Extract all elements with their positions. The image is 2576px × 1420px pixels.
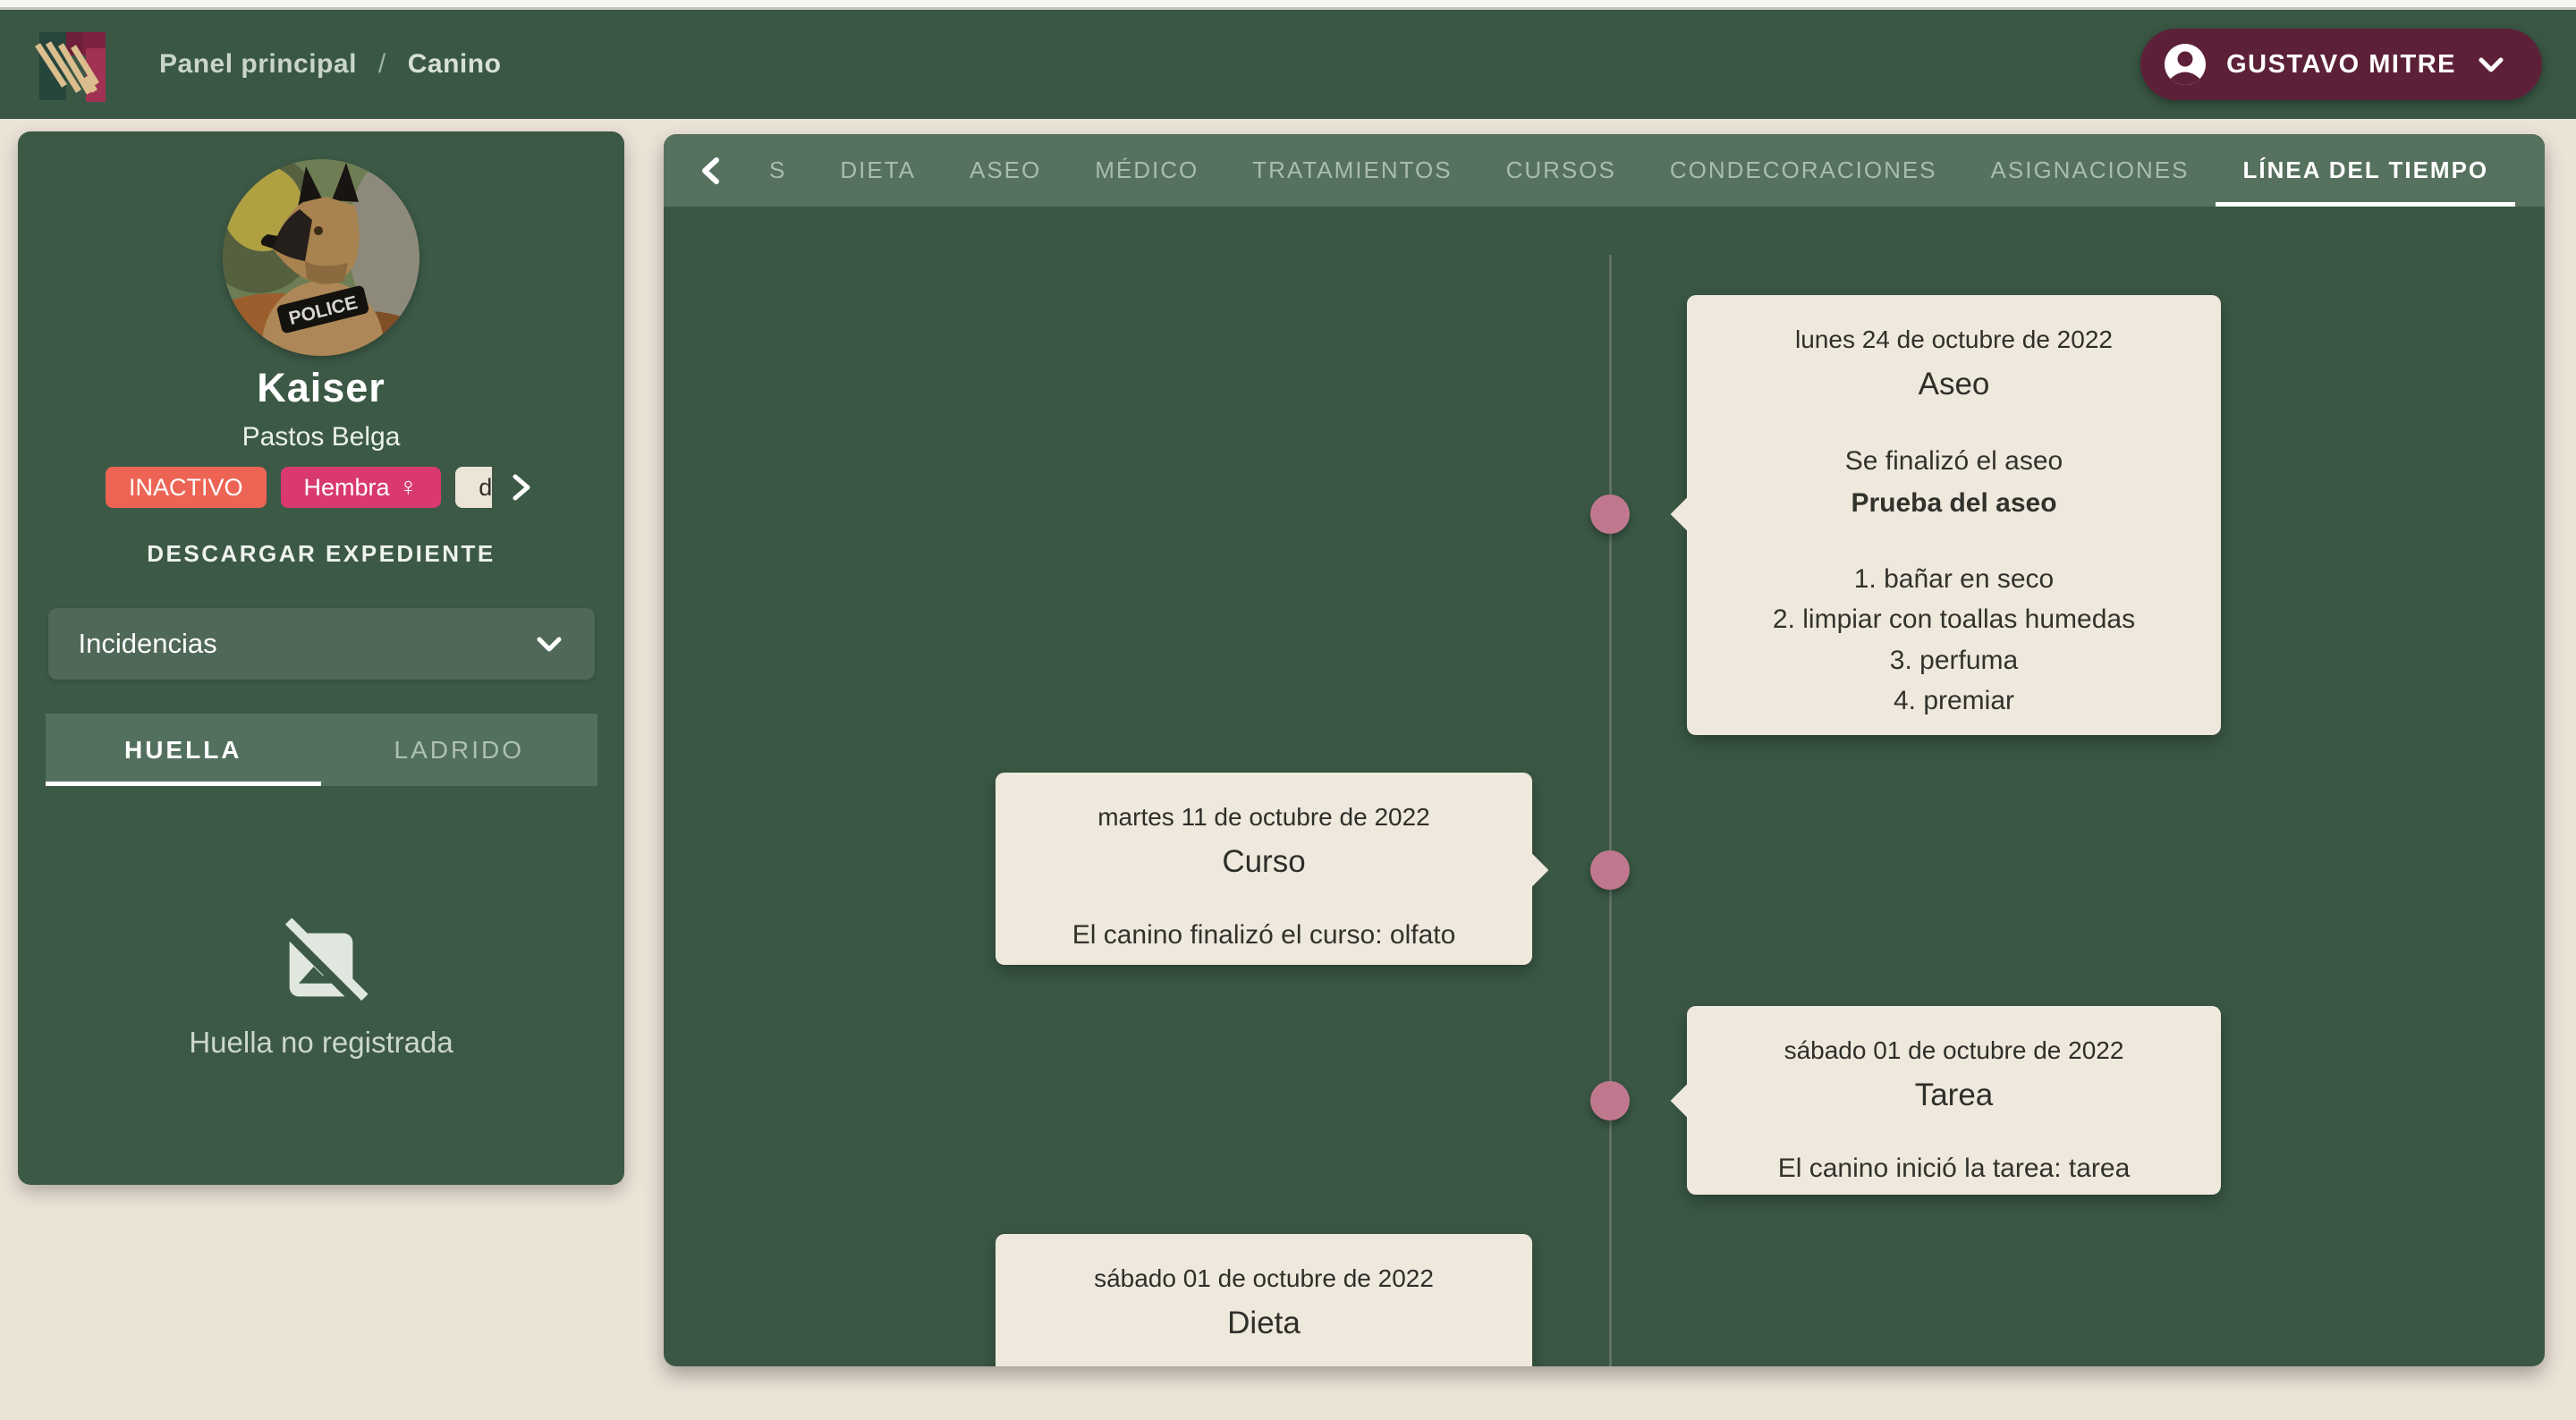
timeline-card-tarea: sábado 01 de octubre de 2022 Tarea El ca… [1670, 1006, 2221, 1195]
status-badge: INACTIVO [106, 467, 267, 508]
tab-cursos[interactable]: CURSOS [1505, 156, 1616, 183]
user-menu-button[interactable]: GUSTAVO MITRE [2140, 29, 2542, 100]
event-title: Curso [1222, 844, 1306, 879]
account-circle-icon [2165, 44, 2207, 85]
event-title: Tarea [1914, 1078, 1994, 1112]
breadcrumb: Panel principal / Canino [159, 49, 501, 80]
event-title: Aseo [1918, 367, 1990, 401]
dog-avatar: POLICE [223, 159, 419, 356]
paw-empty-state: Huella no registrada [189, 918, 453, 1060]
event-step: 3. perfuma [1889, 645, 2019, 675]
timeline-dot [1590, 494, 1630, 534]
incidents-select[interactable]: Incidencias [47, 608, 595, 680]
dog-breed: Pastos Belga [242, 422, 401, 452]
tag-badge: dalma [455, 467, 492, 508]
canine-detail-panel: S DIETA ASEO MÉDICO TRATAMIENTOS CURSOS … [664, 134, 2545, 1366]
timeline-dot [1590, 850, 1630, 890]
badges-scroll-right-button[interactable] [506, 469, 537, 505]
app-header: Panel principal / Canino GUSTAVO MITRE [0, 10, 2576, 119]
tabs-scroll-left-button[interactable] [691, 134, 730, 207]
tab-tratamientos[interactable]: TRATAMIENTOS [1252, 156, 1453, 183]
event-steps: 1. bañar en seco 2. limpiar con toallas … [1708, 560, 2199, 721]
timeline-axis [1609, 255, 1612, 1366]
tab-condecoraciones[interactable]: CONDECORACIONES [1669, 156, 1937, 183]
chevron-down-icon [2479, 57, 2504, 72]
breadcrumb-root[interactable]: Panel principal [159, 49, 357, 79]
paw-empty-label: Huella no registrada [189, 1026, 453, 1059]
badges-scroller: INACTIVO Hembra ♀ dalma [106, 467, 492, 508]
download-record-button[interactable]: DESCARGAR EXPEDIENTE [147, 540, 496, 567]
event-date: sábado 01 de octubre de 2022 [1784, 1036, 2124, 1064]
tab-asignaciones[interactable]: ASIGNACIONES [1990, 156, 2190, 183]
chevron-down-icon [537, 637, 561, 652]
chevron-left-icon [702, 156, 719, 184]
timeline-card-curso: martes 11 de octubre de 2022 Curso El ca… [996, 773, 1549, 965]
tab-ladrido[interactable]: LADRIDO [394, 735, 524, 764]
user-name-label: GUSTAVO MITRE [2226, 49, 2456, 79]
section-tabbar: S DIETA ASEO MÉDICO TRATAMIENTOS CURSOS … [664, 134, 2545, 207]
event-message: El canino finalizó el curso: olfato [1072, 920, 1456, 950]
event-subtitle: Prueba del aseo [1851, 487, 2057, 518]
event-step: 1. bañar en seco [1853, 563, 2055, 594]
card-pointer [1515, 853, 1549, 887]
card-pointer [1670, 1084, 1704, 1118]
tab-aseo[interactable]: ASEO [969, 156, 1042, 183]
sex-badge: Hembra ♀ [280, 467, 442, 508]
timeline-card-dieta: sábado 01 de octubre de 2022 Dieta [996, 1234, 1532, 1366]
tab-s-partial[interactable]: S [769, 156, 787, 183]
breadcrumb-current[interactable]: Canino [407, 49, 502, 79]
biometrics-tabs: HUELLA LADRIDO [45, 714, 597, 786]
event-step: 4. premiar [1893, 686, 2015, 715]
tab-medico[interactable]: MÉDICO [1095, 156, 1199, 183]
hide-image-icon [278, 918, 368, 1008]
event-date: sábado 01 de octubre de 2022 [1094, 1264, 1434, 1292]
timeline: lunes 24 de octubre de 2022 Aseo Se fina… [664, 207, 2545, 1366]
female-icon: ♀ [398, 472, 419, 502]
event-step: 2. limpiar con toallas humedas [1772, 604, 2136, 634]
tab-huella[interactable]: HUELLA [45, 714, 322, 786]
tab-dieta[interactable]: DIETA [840, 156, 916, 183]
timeline-dot [1590, 1081, 1630, 1120]
event-message: El canino inició la tarea: tarea [1777, 1154, 2131, 1183]
tab-linea-del-tiempo[interactable]: LÍNEA DEL TIEMPO [2216, 134, 2516, 207]
app-logo-icon [35, 32, 106, 102]
event-message: Se finalizó el aseo [1844, 446, 2063, 476]
breadcrumb-separator: / [377, 49, 386, 79]
dog-badges-row: INACTIVO Hembra ♀ dalma [106, 467, 537, 508]
timeline-card-aseo: lunes 24 de octubre de 2022 Aseo Se fina… [1670, 295, 2221, 735]
card-pointer [1670, 497, 1704, 531]
event-title: Dieta [1227, 1306, 1301, 1340]
event-date: martes 11 de octubre de 2022 [1097, 803, 1430, 831]
dog-profile-card: POLICE Kaiser Pastos Belga INACTIVO Hemb… [18, 131, 624, 1185]
incidents-select-value: Incidencias [78, 628, 217, 659]
chevron-right-icon [513, 474, 530, 501]
window-top-edge [0, 0, 2576, 10]
dog-name: Kaiser [257, 365, 386, 410]
event-date: lunes 24 de octubre de 2022 [1795, 325, 2113, 353]
